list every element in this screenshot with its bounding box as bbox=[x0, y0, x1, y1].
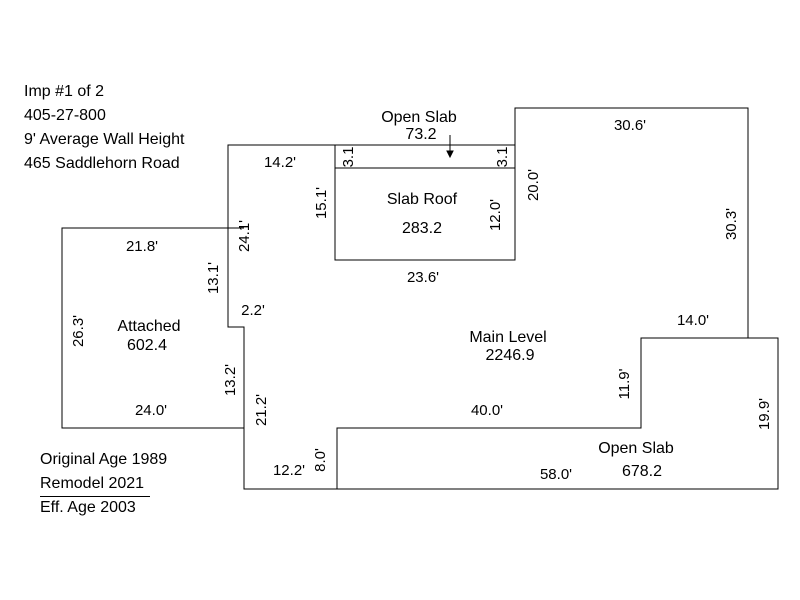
dim-30-6: 30.6' bbox=[614, 117, 646, 134]
slab-roof-name: Slab Roof bbox=[387, 191, 458, 208]
age-info: Original Age 1989 Remodel 2021 Eff. Age … bbox=[40, 448, 167, 519]
dim-12-0: 12.0' bbox=[487, 199, 504, 231]
property-address: 465 Saddlehorn Road bbox=[24, 155, 180, 172]
property-info: Imp #1 of 2 405-27-800 9' Average Wall H… bbox=[24, 80, 184, 176]
dim-20-0: 20.0' bbox=[525, 169, 542, 201]
open-slab-pointer-head bbox=[446, 150, 454, 159]
attached-outline bbox=[61, 227, 244, 429]
dim-24-1: 24.1' bbox=[236, 220, 253, 252]
dim-12-2: 12.2' bbox=[273, 462, 305, 479]
parcel-number: 405-27-800 bbox=[24, 107, 106, 124]
dim-58-0: 58.0' bbox=[540, 466, 572, 483]
open-slab-top-sqft: 73.2 bbox=[405, 126, 436, 143]
original-age: Original Age 1989 bbox=[40, 451, 168, 468]
dim-26-3: 26.3' bbox=[70, 315, 87, 347]
dim-8-0: 8.0' bbox=[312, 448, 329, 472]
dim-21-2: 21.2' bbox=[253, 394, 270, 426]
dim-21-8: 21.8' bbox=[126, 238, 158, 255]
improvement-label: Imp #1 of 2 bbox=[24, 83, 105, 100]
open-slab-bottom-outline bbox=[337, 337, 779, 490]
open-slab-bottom-sqft: 678.2 bbox=[622, 463, 662, 480]
dim-24-0: 24.0' bbox=[135, 402, 167, 419]
remodel-year: Remodel 2021 bbox=[40, 475, 145, 492]
open-slab-bottom-name: Open Slab bbox=[598, 440, 674, 457]
dim-19-9: 19.9' bbox=[756, 398, 773, 430]
dim-30-3: 30.3' bbox=[723, 208, 740, 240]
main-level-name: Main Level bbox=[469, 329, 546, 346]
dim-3-1-left: 3.1 bbox=[340, 147, 357, 168]
main-level-sqft: 2246.9 bbox=[486, 347, 535, 364]
dim-2-2: 2.2' bbox=[241, 302, 265, 319]
open-slab-top-outline bbox=[334, 144, 516, 169]
main-level-outline bbox=[227, 107, 749, 490]
dim-13-1: 13.1' bbox=[205, 262, 222, 294]
attached-name: Attached bbox=[117, 318, 180, 335]
dim-14-0: 14.0' bbox=[677, 312, 709, 329]
dim-14-2: 14.2' bbox=[264, 154, 296, 171]
attached-sqft: 602.4 bbox=[127, 337, 167, 354]
dim-11-9: 11.9' bbox=[616, 368, 633, 399]
dim-40-0: 40.0' bbox=[471, 402, 503, 419]
effective-age: Eff. Age 2003 bbox=[40, 499, 136, 516]
wall-height: 9' Average Wall Height bbox=[24, 131, 185, 148]
dim-3-1-right: 3.1 bbox=[494, 147, 511, 168]
dim-15-1: 15.1' bbox=[313, 187, 330, 219]
open-slab-top-name: Open Slab bbox=[381, 109, 457, 126]
slab-roof-sqft: 283.2 bbox=[402, 220, 442, 237]
dim-13-2: 13.2' bbox=[222, 364, 239, 396]
divider bbox=[40, 496, 150, 497]
dim-23-6: 23.6' bbox=[407, 269, 439, 286]
